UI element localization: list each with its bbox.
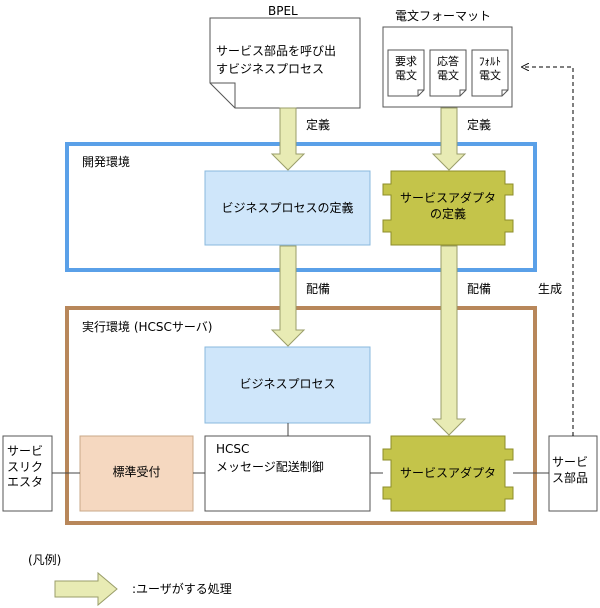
dev-env-frame [65, 142, 537, 272]
arrow-telegram-define [431, 107, 467, 171]
arrow-adapter-deploy [431, 245, 467, 436]
bpel-line1: サービス部品を呼び出 [216, 44, 337, 58]
bpel-document [209, 17, 361, 109]
telegram-doc-request-label: 要求電文 [395, 55, 417, 82]
legend-arrow [54, 571, 118, 607]
bpel-line2: すビジネスプロセス [216, 62, 325, 76]
hcsc-box [204, 435, 371, 512]
exec-env-frame [65, 306, 537, 525]
service-adapter-label: サービスアダプタ [399, 466, 496, 480]
legend-description: :ユーザがする処理 [132, 582, 232, 596]
generate-label: 生成 [538, 282, 563, 296]
bpel-title: BPEL [268, 4, 298, 18]
telegram-doc-fault-label: ﾌｫﾙﾄ電文 [479, 55, 501, 82]
business-process-box [204, 346, 371, 424]
adapter-definition-label: サービスアダプタの定義 [399, 191, 496, 221]
telegram-doc-request [387, 49, 425, 97]
exec-env-label: 実行環境 (HCSCサーバ) [82, 320, 213, 334]
service-requester-box [2, 435, 53, 512]
service-requester-label: サービスリクエスタ [7, 444, 44, 490]
bp-definition-box [204, 170, 371, 246]
bp-definition-label: ビジネスプロセスの定義 [221, 201, 354, 215]
service-part-label: サービス部品 [552, 455, 589, 485]
business-process-label: ビジネスプロセス [239, 377, 336, 391]
arrow-bp-deploy [270, 245, 306, 347]
deploy-label-left: 配備 [306, 282, 331, 296]
telegram-title: 電文フォーマット [395, 9, 492, 23]
telegram-doc-response-label: 応答電文 [437, 55, 459, 82]
legend-title: (凡例) [28, 553, 62, 567]
dev-env-label: 開発環境 [82, 155, 131, 169]
telegram-doc-response [429, 49, 467, 97]
service-part-box [548, 435, 598, 512]
define-label-left: 定義 [306, 118, 331, 132]
define-label-right: 定義 [467, 118, 492, 132]
hcsc-line1: HCSC [216, 442, 250, 456]
hcsc-line2: メッセージ配送制御 [216, 460, 324, 474]
standard-reception-label: 標準受付 [112, 465, 161, 479]
deploy-label-right: 配備 [467, 282, 492, 296]
telegram-doc-fault [471, 49, 509, 97]
generate-arrow [522, 67, 574, 436]
service-adapter-shape [382, 435, 514, 512]
bpel-fold [210, 82, 236, 108]
adapter-definition-shape [382, 170, 514, 246]
arrow-bpel-define [270, 107, 306, 171]
